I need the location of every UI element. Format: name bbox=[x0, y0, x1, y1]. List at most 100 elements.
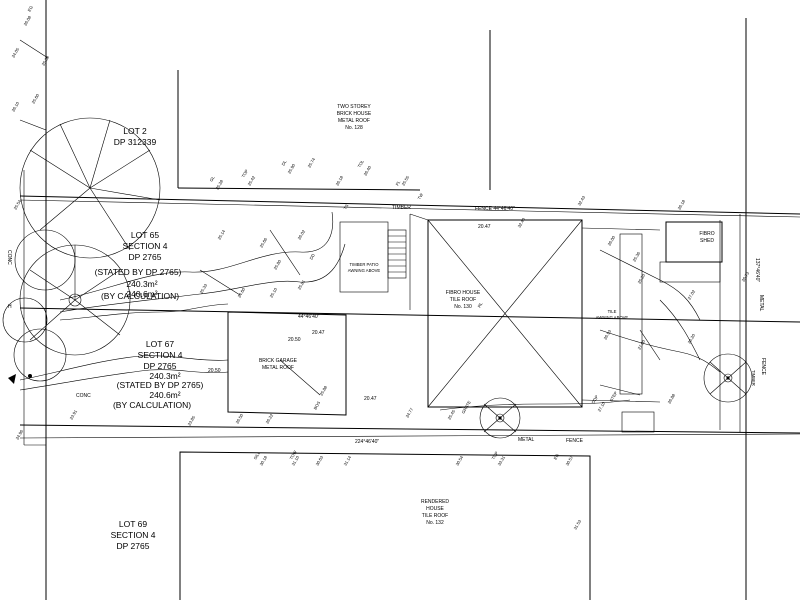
level: 26.50 bbox=[235, 412, 245, 424]
lot-69-line-3: DP 2765 bbox=[117, 541, 150, 551]
level: 32.43 bbox=[577, 194, 587, 206]
tree-bottom-centre bbox=[479, 397, 521, 439]
dim-garage-bottom: 20.50 bbox=[288, 337, 301, 343]
fence-bottom-metal: METAL bbox=[518, 437, 535, 443]
point-marker-icon bbox=[498, 416, 502, 420]
tree-large-top-left bbox=[19, 117, 161, 259]
fibro-house-line-1: FIBRO HOUSE bbox=[446, 290, 481, 296]
level: 25.36 bbox=[632, 250, 642, 262]
dim-bottom: 20.47 bbox=[364, 396, 377, 402]
lot-65-line-6: 240.6m² bbox=[126, 289, 157, 299]
lot-67-line-5: 240.3m² bbox=[149, 371, 180, 381]
fibro-house-line-2: TILE ROOF bbox=[450, 297, 476, 303]
point-marker-icon bbox=[28, 374, 32, 378]
level: 31.10 bbox=[291, 454, 301, 466]
tree-left-small bbox=[2, 229, 76, 382]
brick-garage-label: BRICK GARAGE METAL ROOF bbox=[259, 358, 298, 371]
survey-markers bbox=[8, 374, 730, 420]
lot-2-line-2: DP 312339 bbox=[114, 137, 157, 147]
lot-65-line-2: SECTION 4 bbox=[123, 241, 168, 251]
level: 23.85 bbox=[187, 414, 197, 426]
timber-patio-line-2: AWNING ABOVE bbox=[348, 268, 381, 273]
level: 25.60 bbox=[31, 92, 41, 104]
fibro-shed-label: FIBRO SHED bbox=[699, 231, 714, 244]
tree-right bbox=[703, 353, 753, 403]
lot-65-line-4: (STATED BY DP 2765) bbox=[95, 267, 182, 277]
tree-mid-left bbox=[19, 244, 131, 356]
tile-awning-line-2: AWNING ABOVE bbox=[596, 315, 629, 320]
level: 30.54 bbox=[455, 454, 465, 466]
level-code: SILL bbox=[253, 450, 262, 461]
rendered-house-line-2: HOUSE bbox=[426, 506, 444, 512]
level: 26.20 bbox=[687, 332, 697, 344]
right-timber-label: TIMBER bbox=[751, 370, 756, 386]
level-code: TW bbox=[417, 192, 425, 200]
level: 32.40 bbox=[517, 216, 527, 228]
level: 25.33 bbox=[199, 282, 209, 294]
timber-patio-label: TIMBER PATIO AWNING ABOVE bbox=[348, 262, 381, 273]
fibro-shed-line-1: FIBRO bbox=[699, 231, 714, 237]
level-code: DDP bbox=[591, 394, 600, 404]
brick-garage bbox=[227, 311, 347, 416]
rendered-house-label: RENDERED HOUSE TILE ROOF No. 132 bbox=[421, 499, 449, 526]
level: 26.08 bbox=[23, 14, 33, 26]
two-storey-line-2: BRICK HOUSE bbox=[337, 111, 372, 117]
level: 30.18 bbox=[259, 454, 269, 466]
level: 25.74 bbox=[307, 156, 317, 168]
level: 33.31 bbox=[497, 454, 507, 466]
level-codes: EG GL TOP DL TOL DD SILL FL BOS TOW RL E… bbox=[27, 5, 619, 461]
level: 30.63 bbox=[315, 454, 325, 466]
two-storey-house bbox=[177, 30, 491, 191]
brick-garage-line-1: BRICK GARAGE bbox=[259, 358, 298, 364]
level: 25.14 bbox=[217, 228, 227, 240]
level: 25.54 bbox=[13, 198, 23, 210]
level: 25.20 bbox=[637, 272, 647, 284]
level: 24.77 bbox=[405, 406, 415, 418]
two-storey-line-1: TWO STOREY bbox=[337, 104, 371, 110]
brick-garage-line-2: METAL ROOF bbox=[262, 365, 294, 371]
lot-67-line-6: 240.6m² bbox=[149, 390, 180, 400]
mid-bearing-label: 44°46'40" bbox=[298, 314, 320, 320]
fence-bottom-fence: FENCE bbox=[566, 438, 584, 444]
level: 24.05 bbox=[11, 46, 21, 58]
level: 25.66 bbox=[259, 236, 269, 248]
level: 26.40 bbox=[363, 164, 373, 176]
lot-67-label: LOT 67 SECTION 4 DP 2765 (STATED BY DP 2… bbox=[113, 339, 204, 410]
lot-69-line-2: SECTION 4 bbox=[111, 530, 156, 540]
street-conc-left: CONC bbox=[6, 250, 12, 265]
level-code: FL bbox=[395, 179, 402, 186]
lot-65-by-calc: (BY CALCULATION) bbox=[101, 291, 179, 301]
level: 27.10 bbox=[597, 400, 607, 412]
fibro-house-label: FIBRO HOUSE TILE ROOF No. 130 bbox=[446, 290, 481, 310]
arrow-marker-icon bbox=[8, 374, 16, 384]
level: 25.10 bbox=[269, 286, 279, 298]
level-code: DL bbox=[281, 159, 288, 167]
spot-levels: 26.08 24.05 25.30 26.10 25.60 25.54 25.2… bbox=[11, 14, 751, 530]
fibro-shed bbox=[621, 221, 723, 433]
level: 30.57 bbox=[565, 454, 575, 466]
tile-awning-line-1: TILE bbox=[608, 309, 617, 314]
lot-65-line-1: LOT 65 bbox=[131, 230, 159, 240]
level: 25.45 bbox=[447, 408, 457, 420]
level-code: TS bbox=[343, 203, 350, 210]
level: 27.00 bbox=[637, 338, 647, 350]
lot-2-line-1: LOT 2 bbox=[123, 126, 147, 136]
timber-patio-stairs bbox=[339, 221, 407, 293]
timber-patio-line-1: TIMBER PATIO bbox=[350, 262, 380, 267]
lot-67-line-7: (BY CALCULATION) bbox=[113, 400, 191, 410]
fibro-house bbox=[409, 213, 583, 408]
street-right-bearing: 137°46'40" bbox=[754, 258, 760, 282]
level: 26.18 bbox=[335, 174, 345, 186]
timber-label: TIMBER bbox=[392, 205, 411, 211]
level: 25.81 bbox=[297, 278, 307, 290]
tile-awning-label: TILE AWNING ABOVE bbox=[596, 309, 629, 320]
lot-65-label: LOT 65 SECTION 4 DP 2765 (STATED BY DP 2… bbox=[95, 230, 182, 299]
spot-level-ticks bbox=[19, 39, 661, 396]
lot-65-line-5: 240.3m² bbox=[126, 279, 157, 289]
lot-67-line-3: DP 2765 bbox=[144, 361, 177, 371]
rendered-house-line-3: TILE ROOF bbox=[422, 513, 448, 519]
level: 25.90 bbox=[287, 162, 297, 174]
level-code: TOL bbox=[357, 158, 366, 168]
level: 25.30 bbox=[41, 54, 51, 66]
level: 26.73 bbox=[741, 270, 751, 282]
